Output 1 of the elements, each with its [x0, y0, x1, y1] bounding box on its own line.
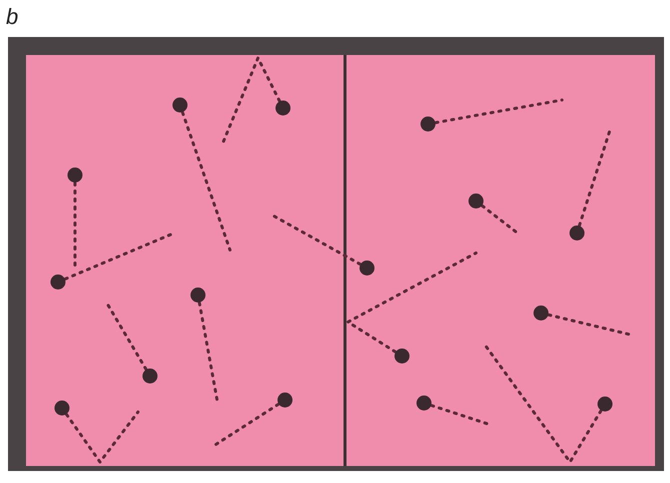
panel-letter: b: [6, 4, 18, 30]
